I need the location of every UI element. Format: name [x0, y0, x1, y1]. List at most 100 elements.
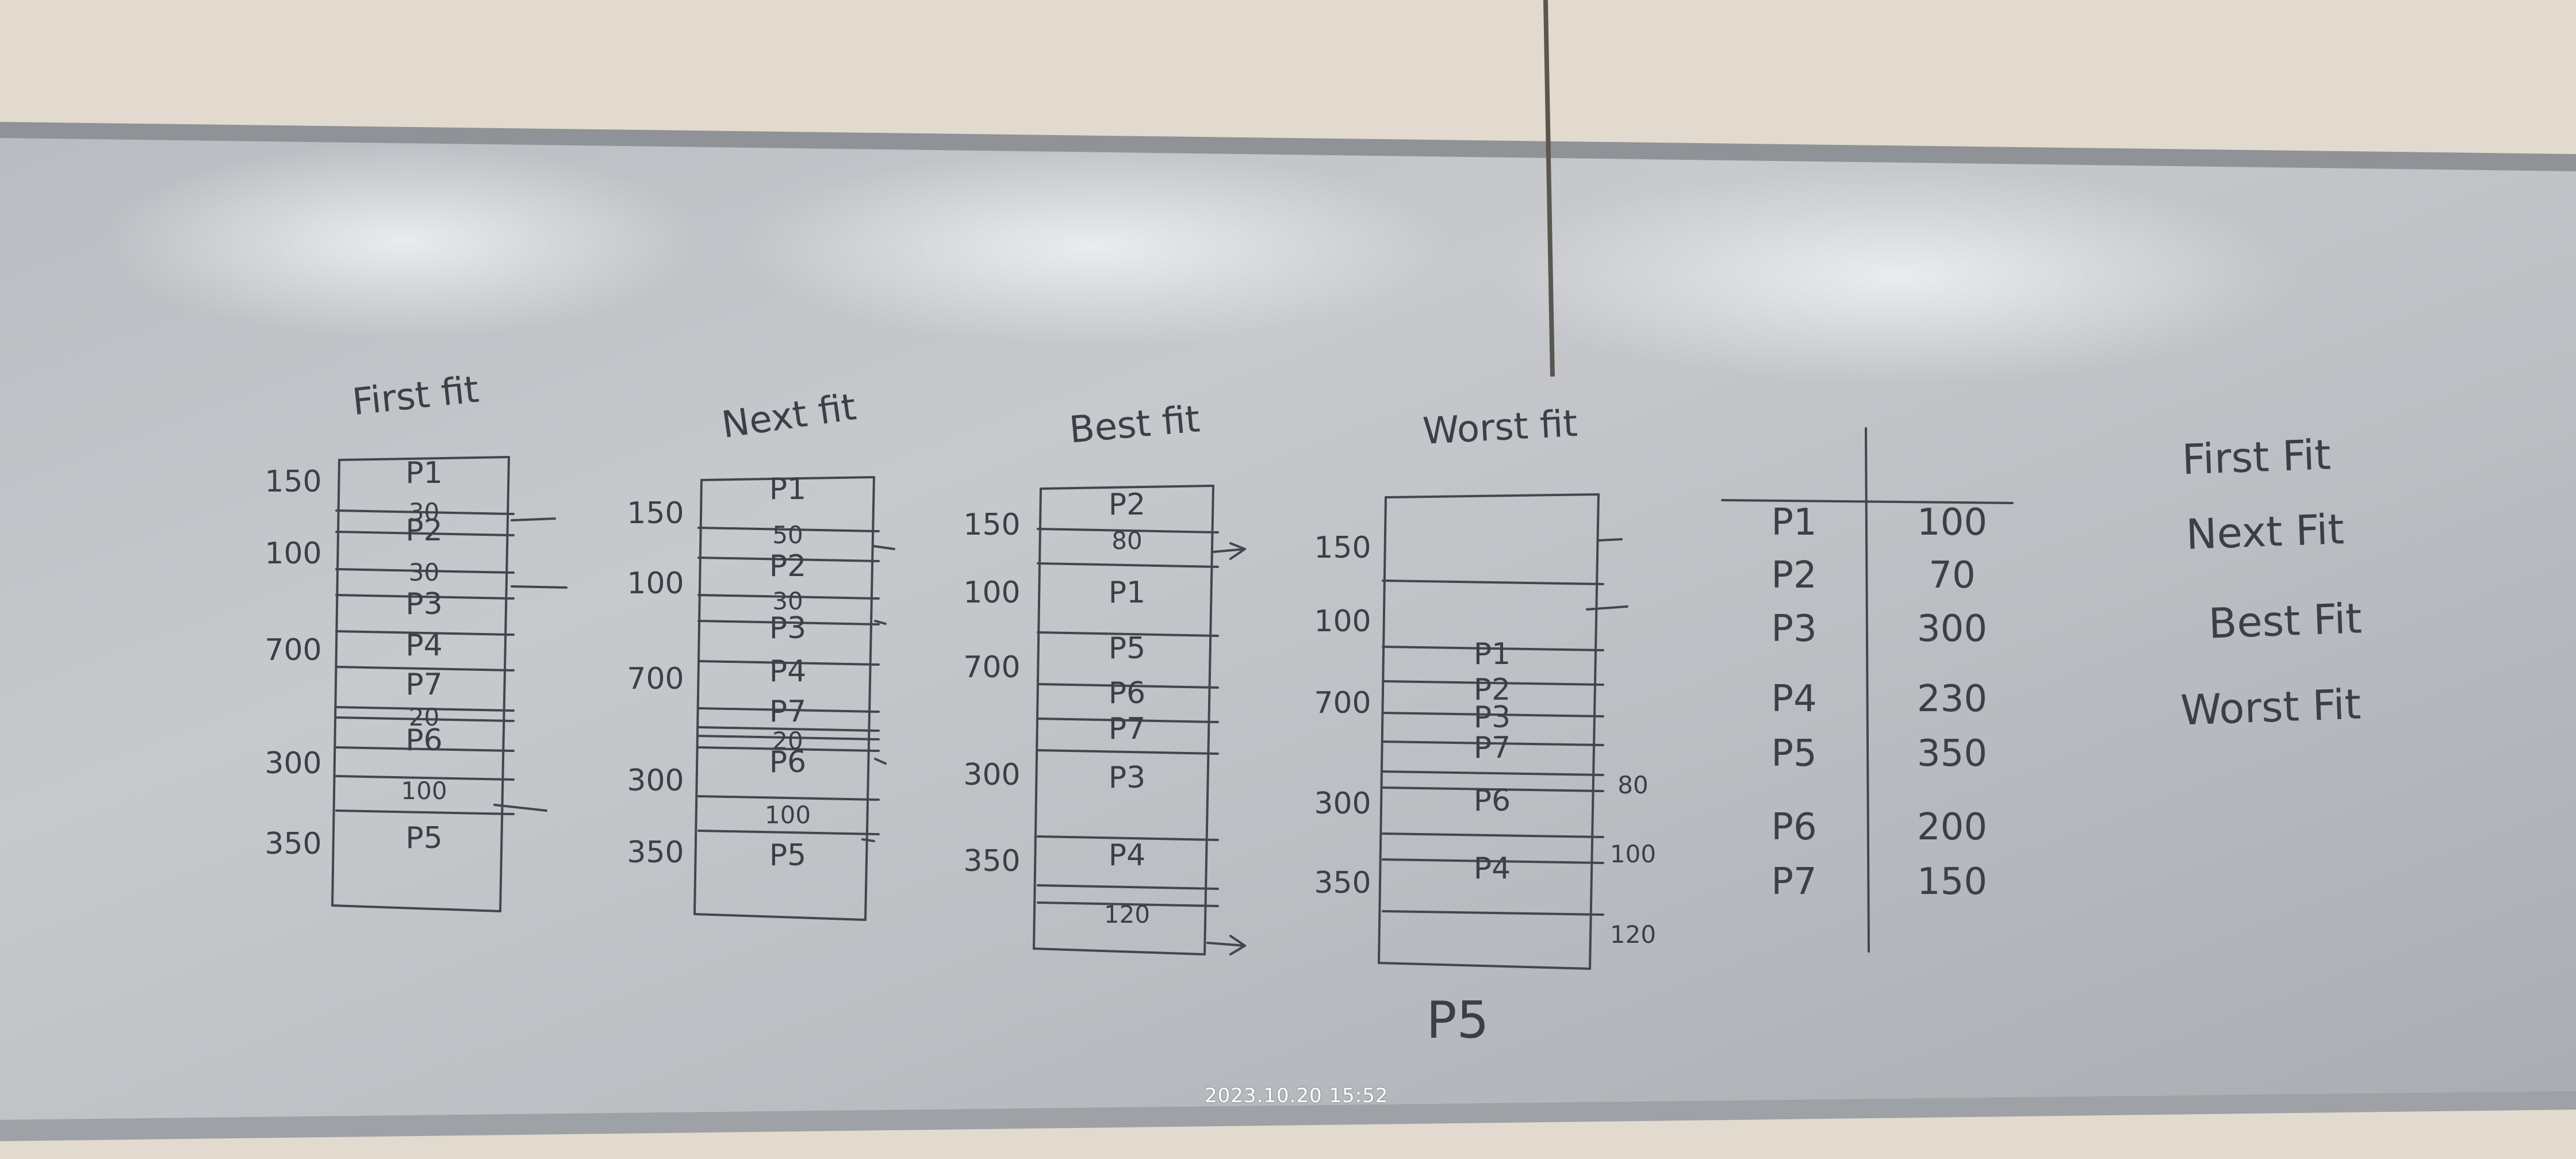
partition-line: [335, 568, 515, 574]
fragment-label: 120: [1610, 920, 1656, 949]
arrow: [1229, 542, 1246, 550]
arrow: [1212, 548, 1246, 553]
arrow: [1229, 548, 1246, 560]
partition-line: [697, 557, 880, 562]
tick-mark: [511, 585, 568, 589]
partition-line: [335, 594, 515, 600]
memory-outline: [693, 913, 867, 921]
process-label: P3: [405, 587, 442, 621]
block-size-label: 700: [264, 633, 321, 667]
free-space-label: 120: [1104, 900, 1150, 928]
process-size: 230: [1917, 678, 1987, 720]
partition-line: [697, 660, 880, 666]
block-size-label: 150: [1314, 531, 1371, 565]
partition-line: [1037, 901, 1219, 907]
free-space-label: 100: [401, 777, 447, 805]
block-size-label: 700: [1314, 686, 1371, 720]
memory-outline: [693, 479, 703, 915]
tick-mark: [874, 758, 887, 765]
fragment-label: 100: [1610, 840, 1656, 868]
method-name: Next Fit: [2185, 505, 2345, 559]
partition-line: [1037, 749, 1219, 755]
timestamp: 2023.10.20 15:52: [1205, 1084, 1389, 1107]
process-name: P3: [1771, 608, 1816, 650]
process-label: P7: [1109, 712, 1145, 746]
block-size-label: 350: [264, 827, 321, 861]
process-label: P6: [769, 745, 806, 780]
memory-outline: [499, 456, 510, 912]
tick-mark: [874, 620, 887, 625]
free-space-label: 30: [409, 498, 439, 526]
free-space-label: 30: [409, 558, 439, 586]
process-label: P1: [1474, 637, 1511, 671]
process-name: P7: [1771, 861, 1816, 903]
tick-mark: [493, 804, 547, 812]
hanging-cord: [1543, 0, 1555, 377]
partition-line: [335, 775, 515, 781]
block-size-label: 700: [963, 650, 1020, 685]
free-space-label: 50: [772, 521, 803, 549]
process-label: P2: [1474, 673, 1511, 707]
free-space-label: 80: [1111, 527, 1142, 555]
unallocated-process: P5: [1426, 991, 1489, 1050]
process-label: P3: [769, 611, 806, 646]
process-label: P5: [769, 838, 806, 873]
partition-line: [1382, 786, 1604, 792]
partition-line: [335, 706, 515, 712]
block-size-label: 300: [1314, 786, 1371, 821]
glare: [103, 144, 702, 339]
block-size-label: 350: [627, 835, 684, 870]
partition-line: [1037, 717, 1219, 723]
process-label: P5: [405, 821, 442, 855]
process-name: P4: [1771, 678, 1816, 720]
memory-outline: [1378, 496, 1387, 964]
board-tray: [0, 1091, 2576, 1141]
process-name: P6: [1771, 806, 1816, 849]
method-name: First Fit: [2181, 431, 2332, 484]
process-name: P5: [1771, 732, 1816, 775]
free-space-label: 100: [765, 801, 811, 829]
block-size-label: 300: [963, 758, 1020, 792]
partition-line: [1382, 712, 1604, 717]
free-space-label: 30: [772, 587, 803, 615]
partition-line: [335, 509, 515, 515]
partition-line: [1382, 770, 1604, 776]
partition-line: [1037, 562, 1219, 568]
block-size-label: 100: [1314, 604, 1371, 639]
block-size-label: 700: [627, 662, 684, 696]
process-label: P2: [769, 549, 806, 584]
process-size: 100: [1917, 501, 1987, 544]
process-label: P6: [1109, 676, 1145, 711]
partition-line: [335, 809, 515, 815]
partition-line: [1037, 835, 1219, 841]
glare: [736, 149, 1449, 345]
block-size-label: 350: [1314, 866, 1371, 900]
tick-mark: [873, 545, 895, 550]
partition-line: [335, 666, 515, 671]
partition-line: [1382, 680, 1604, 686]
process-label: P3: [1474, 700, 1511, 735]
block-size-label: 150: [627, 496, 684, 531]
table-divider: [1721, 499, 2014, 504]
partition-line: [697, 707, 880, 713]
memory-outline: [864, 476, 875, 921]
partition-line: [335, 630, 515, 636]
memory-outline: [1040, 485, 1214, 490]
process-label: P1: [405, 456, 442, 490]
partition-line: [1382, 910, 1604, 916]
block-size-label: 100: [627, 566, 684, 601]
process-label: P1: [769, 472, 806, 506]
block-size-label: 150: [264, 465, 321, 499]
process-label: P7: [405, 667, 442, 702]
process-label: P7: [1474, 731, 1511, 765]
block-size-label: 150: [963, 508, 1020, 542]
partition-line: [1037, 631, 1219, 637]
partition-line: [697, 746, 880, 752]
block-size-label: 100: [264, 536, 321, 571]
method-name: Worst Fit: [2180, 680, 2362, 735]
process-name: P2: [1771, 554, 1816, 597]
partition-line: [335, 531, 515, 536]
memory-outline: [338, 456, 510, 461]
tick-mark: [1586, 605, 1628, 611]
process-size: 70: [1929, 554, 1975, 597]
